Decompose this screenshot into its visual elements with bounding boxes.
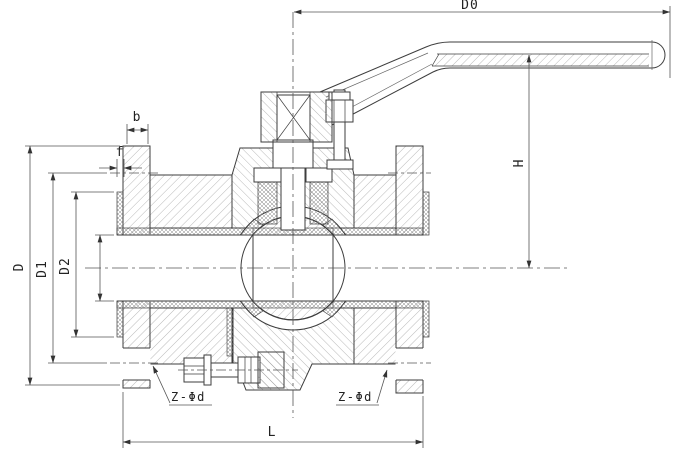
dimension-labels: D0 H b f D D1 D2 L Z-Φd Z-Φd bbox=[12, 0, 527, 440]
valve-body bbox=[116, 40, 666, 394]
label-f: f bbox=[116, 145, 125, 160]
valve-seats bbox=[239, 218, 347, 318]
leader-bolt-right bbox=[336, 369, 388, 406]
label-bolt-right: Z-Φd bbox=[338, 390, 373, 404]
dim-bore bbox=[95, 234, 114, 302]
label-h: H bbox=[512, 159, 527, 168]
label-d1: D1 bbox=[35, 260, 50, 278]
label-b: b bbox=[133, 110, 142, 125]
handle-section-hatch bbox=[432, 54, 649, 66]
dim-d0 bbox=[293, 6, 671, 78]
packing-left bbox=[257, 181, 278, 225]
dim-b bbox=[126, 124, 149, 144]
leader-bolt-left bbox=[152, 365, 212, 406]
dim-l bbox=[122, 392, 424, 448]
label-d2: D2 bbox=[58, 257, 73, 275]
dimensions bbox=[25, 6, 671, 448]
label-d: D bbox=[12, 263, 27, 272]
centerlines bbox=[85, 12, 570, 418]
right-raised-face bbox=[422, 191, 430, 236]
dim-d2 bbox=[71, 191, 114, 338]
dim-d1 bbox=[48, 172, 107, 364]
flange-bolt-holes bbox=[122, 347, 424, 381]
label-d0: D0 bbox=[461, 0, 479, 13]
body-joint-gasket bbox=[226, 307, 234, 357]
dim-f bbox=[99, 159, 142, 177]
handle bbox=[319, 40, 666, 126]
label-bolt-left: Z-Φd bbox=[171, 390, 206, 404]
packing-right bbox=[309, 181, 329, 225]
gland-right bbox=[305, 167, 333, 183]
dim-d bbox=[25, 145, 120, 386]
gland-left bbox=[253, 167, 282, 183]
label-l: L bbox=[268, 425, 277, 440]
